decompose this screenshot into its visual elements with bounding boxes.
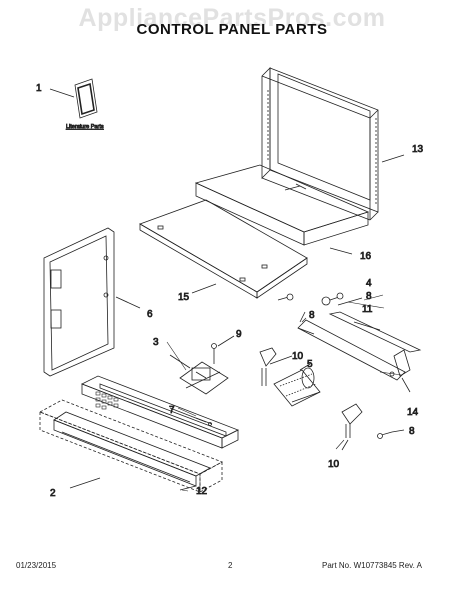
- callout-11: 11: [362, 304, 373, 315]
- callout-2: 2: [50, 488, 56, 499]
- hardware-screws-top: [277, 292, 363, 323]
- switch-lower-part: [341, 403, 405, 451]
- footer-part-number: Part No. W10773845 Rev. A: [322, 561, 422, 570]
- literature-label: Literature Parts: [66, 124, 104, 130]
- callout-10a: 10: [292, 351, 304, 362]
- side-bracket-part: [43, 227, 141, 377]
- callout-14: 14: [407, 407, 419, 418]
- callout-3: 3: [153, 337, 159, 348]
- watermark: AppliancePartsPros.com: [78, 4, 386, 32]
- callout-1: 1: [36, 83, 42, 94]
- screw-part: [211, 335, 235, 364]
- footer-date: 01/23/2015: [16, 561, 57, 570]
- leader-lines: [166, 294, 403, 492]
- callout-15: 15: [178, 292, 190, 303]
- page-title: CONTROL PANEL PARTS: [136, 21, 328, 38]
- cooling-fan-part: [259, 347, 321, 407]
- callout-7: 7: [169, 405, 175, 416]
- panel-top-cover-part: [194, 164, 370, 255]
- callout-16: 16: [360, 251, 372, 262]
- callout-12: 12: [196, 486, 208, 497]
- callout-5: 5: [307, 359, 313, 370]
- literature-booklet: [49, 78, 98, 119]
- callout-13: 13: [412, 144, 424, 155]
- callout-4: 4: [366, 278, 372, 289]
- callout-10b: 10: [328, 459, 340, 470]
- interface-shield-part: [139, 199, 308, 299]
- callout-8b: 8: [309, 310, 315, 321]
- callout-9: 9: [236, 329, 242, 340]
- control-console-outline: [39, 399, 223, 493]
- wiring-bracket-part: [297, 311, 422, 393]
- interface-board-part: [169, 354, 229, 395]
- top-frame-part: [261, 67, 405, 221]
- callout-8c: 8: [409, 426, 415, 437]
- control-panel-housing-part: [81, 375, 239, 449]
- callout-8a: 8: [366, 291, 372, 302]
- callout-6: 6: [147, 309, 153, 320]
- footer-page: 2: [228, 561, 233, 570]
